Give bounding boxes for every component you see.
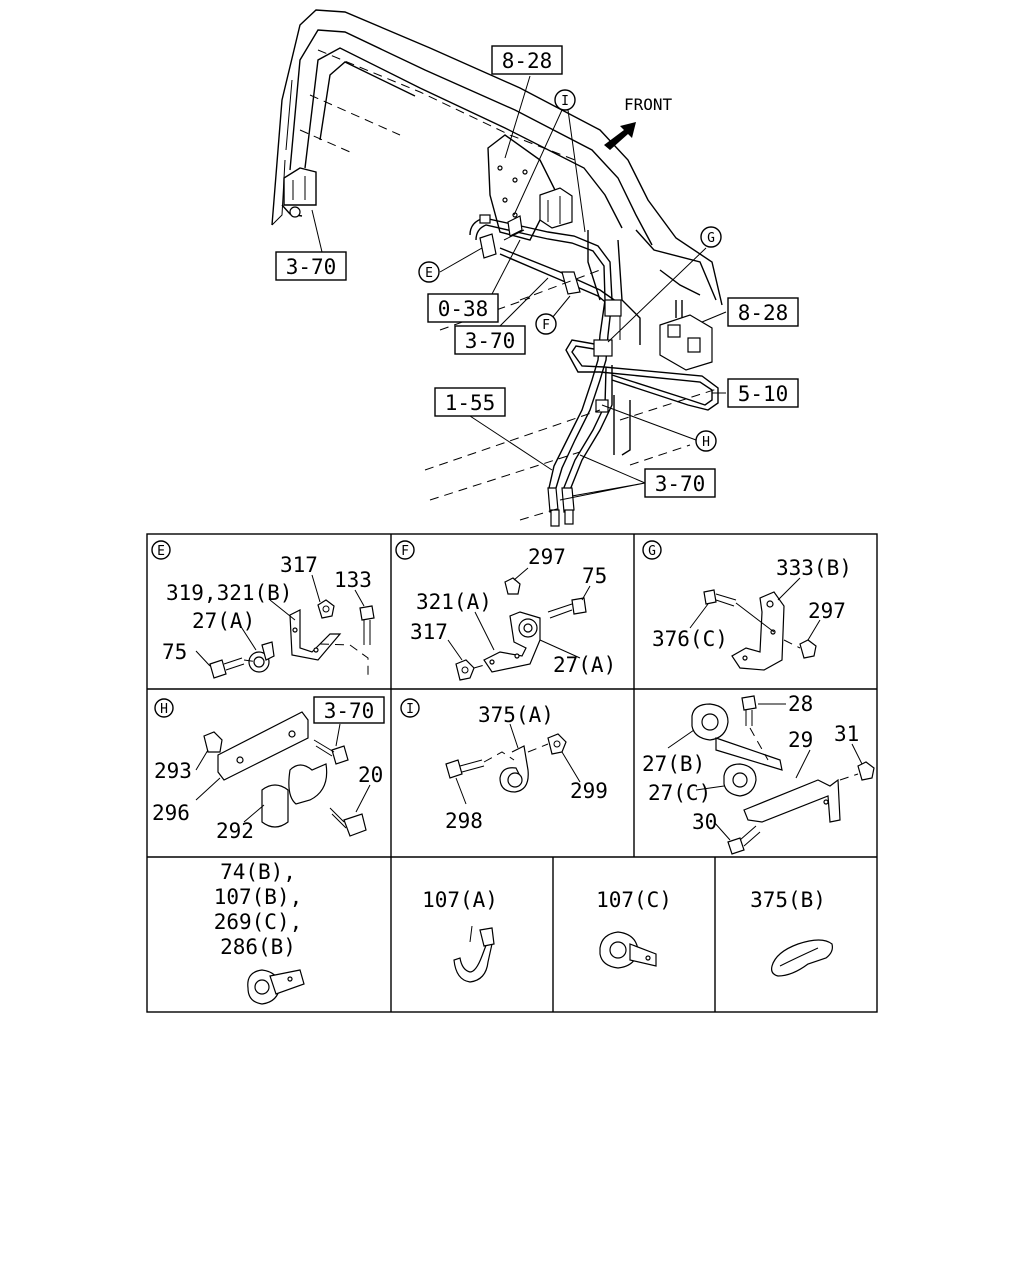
panel-clip-107a: 107(A) — [422, 888, 498, 983]
callout-i: I — [554, 89, 576, 111]
svg-text:317: 317 — [410, 620, 448, 644]
svg-text:G: G — [707, 231, 715, 246]
frame-assembly-drawing: FRONT — [271, 9, 727, 527]
panel-g-key: G — [648, 544, 656, 559]
svg-text:319,321(B): 319,321(B) — [166, 581, 292, 605]
svg-text:297: 297 — [528, 545, 566, 569]
svg-text:E: E — [425, 266, 433, 281]
callout-g: G — [700, 226, 722, 248]
svg-text:28: 28 — [788, 692, 813, 716]
svg-text:8-28: 8-28 — [502, 49, 553, 73]
svg-text:298: 298 — [445, 809, 483, 833]
svg-text:I: I — [561, 94, 569, 109]
svg-text:27(A): 27(A) — [192, 609, 255, 633]
svg-text:8-28: 8-28 — [738, 301, 789, 325]
front-label: FRONT — [624, 95, 673, 114]
svg-text:27(C): 27(C) — [648, 781, 711, 805]
panel-clip-375b: 375(B) — [750, 888, 833, 977]
svg-text:286(B): 286(B) — [220, 935, 296, 959]
svg-text:1-55: 1-55 — [445, 391, 496, 415]
svg-text:H: H — [702, 435, 710, 450]
ref-box-3-70-left: 3-70 — [275, 251, 347, 281]
svg-text:321(A): 321(A) — [416, 590, 492, 614]
detail-grid — [146, 533, 878, 1013]
svg-text:296: 296 — [152, 801, 190, 825]
svg-text:107(A): 107(A) — [422, 888, 498, 912]
panel-h-key: H — [160, 702, 168, 717]
ref-box-1-55: 1-55 — [434, 387, 506, 417]
svg-text:293: 293 — [154, 759, 192, 783]
svg-text:297: 297 — [808, 599, 846, 623]
ref-box-8-28-right: 8-28 — [727, 297, 799, 327]
svg-text:31: 31 — [834, 722, 859, 746]
svg-text:375(A): 375(A) — [478, 703, 554, 727]
svg-text:292: 292 — [216, 819, 254, 843]
ref-box-3-70-mid: 3-70 — [454, 325, 526, 355]
svg-text:30: 30 — [692, 810, 717, 834]
svg-text:5-10: 5-10 — [738, 382, 789, 406]
callout-f: F — [535, 313, 557, 335]
ref-box-3-70-bottom: 3-70 — [644, 468, 716, 498]
svg-text:27(B): 27(B) — [642, 752, 705, 776]
panel-clip-107c: 107(C) — [596, 888, 672, 969]
panel-h-ref: 3-70 — [324, 699, 375, 723]
svg-text:299: 299 — [570, 779, 608, 803]
svg-text:75: 75 — [162, 640, 187, 664]
svg-text:317: 317 — [280, 553, 318, 577]
svg-text:29: 29 — [788, 728, 813, 752]
svg-text:107(C): 107(C) — [596, 888, 672, 912]
panel-clip-multi: 74(B), 107(B), 269(C), 286(B) — [214, 860, 305, 1005]
panel-e-key: E — [157, 544, 165, 559]
svg-text:74(B),: 74(B), — [220, 860, 296, 884]
svg-text:376(C): 376(C) — [652, 627, 728, 651]
svg-text:27(A): 27(A) — [553, 653, 616, 677]
panel-f-key: F — [401, 544, 409, 559]
svg-text:3-70: 3-70 — [465, 329, 516, 353]
panel-misc: 28 29 31 27(B) 27(C) 30 — [642, 692, 875, 855]
svg-text:F: F — [542, 318, 550, 333]
svg-text:75: 75 — [582, 564, 607, 588]
svg-text:3-70: 3-70 — [286, 255, 337, 279]
panel-i-key: I — [406, 702, 414, 717]
svg-text:333(B): 333(B) — [776, 556, 852, 580]
panel-h: H 3-70 293 20 296 292 — [152, 696, 385, 843]
svg-text:3-70: 3-70 — [655, 472, 706, 496]
svg-text:133: 133 — [334, 568, 372, 592]
panel-i: I 375(A) 298 299 — [400, 698, 608, 833]
svg-text:375(B): 375(B) — [750, 888, 826, 912]
ref-box-8-28-top: 8-28 — [491, 45, 563, 75]
svg-text:0-38: 0-38 — [438, 297, 489, 321]
callout-h: H — [695, 430, 717, 452]
panel-e: E 317 133 319,321(B) 27(A) 75 — [151, 540, 375, 679]
ref-box-5-10: 5-10 — [727, 378, 799, 408]
svg-text:20: 20 — [358, 763, 383, 787]
panel-g: G 333(B) 297 376(C) — [642, 540, 852, 671]
ref-box-0-38: 0-38 — [427, 293, 499, 323]
panel-f: F 297 75 321(A) 317 27(A) — [395, 540, 616, 681]
svg-text:107(B),: 107(B), — [214, 885, 303, 909]
svg-text:269(C),: 269(C), — [214, 910, 303, 934]
front-arrow-icon — [604, 122, 636, 150]
callout-e: E — [418, 261, 440, 283]
